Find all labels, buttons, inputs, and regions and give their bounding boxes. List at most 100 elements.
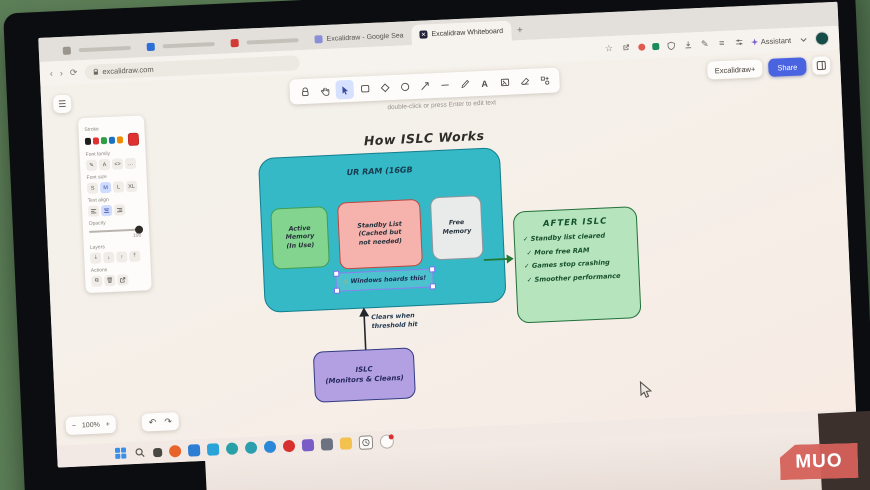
undo-button[interactable]: ↶ <box>148 416 157 427</box>
selection-handle[interactable] <box>333 270 340 277</box>
selection-handle[interactable] <box>429 266 436 273</box>
link-icon[interactable] <box>621 42 631 52</box>
selection-handle[interactable] <box>333 287 341 294</box>
standby-list-box[interactable]: Standby List (Cached but not needed) <box>337 198 423 270</box>
stroke-color-green[interactable] <box>100 137 107 145</box>
skype-icon[interactable] <box>244 441 258 455</box>
reload-icon[interactable]: ⟳ <box>69 66 78 78</box>
stroke-color-black[interactable] <box>84 137 92 145</box>
star-icon[interactable]: ☆ <box>604 42 614 53</box>
zoom-level[interactable]: 100% <box>81 421 101 429</box>
image-tool-icon[interactable] <box>495 73 514 93</box>
font-hand-drawn-icon[interactable]: ✎ <box>85 159 98 171</box>
font-normal-icon[interactable]: A <box>98 158 111 171</box>
send-to-back-icon[interactable]: ⤓ <box>90 252 102 264</box>
link-action-icon[interactable] <box>117 274 129 286</box>
widgets-icon[interactable] <box>152 447 163 457</box>
font-code-icon[interactable]: <> <box>111 158 124 170</box>
bring-to-front-icon[interactable]: ⤒ <box>129 250 141 263</box>
align-left-icon[interactable] <box>87 205 100 217</box>
mail-icon[interactable] <box>187 444 201 457</box>
excalidraw-canvas[interactable]: ☰ <box>40 49 856 446</box>
back-icon[interactable]: ‹ <box>49 67 54 79</box>
ram-box[interactable]: UR RAM (16GB Active Memory (In Use) Stan… <box>257 147 507 314</box>
new-tab-button[interactable]: + <box>516 25 524 37</box>
pin-icon[interactable] <box>379 434 395 449</box>
font-size-m[interactable]: M <box>99 181 112 194</box>
shield-icon[interactable] <box>666 40 676 50</box>
hoards-note-selected[interactable]: ⚠ Windows hoards this! <box>333 266 437 294</box>
tune-icon[interactable] <box>733 37 743 47</box>
store-icon[interactable] <box>206 443 220 456</box>
record-dot-icon[interactable] <box>637 43 645 51</box>
send-backward-icon[interactable]: ↓ <box>103 251 115 264</box>
active-stroke-color[interactable] <box>127 132 140 147</box>
reading-list-icon[interactable]: ≡ <box>718 37 725 49</box>
ram-to-after-arrow[interactable] <box>483 253 516 266</box>
clock-icon[interactable] <box>358 435 374 450</box>
excalidraw-plus-button[interactable]: Excalidraw+ <box>707 59 763 80</box>
stroke-color-blue[interactable] <box>108 136 115 144</box>
teams-icon[interactable] <box>225 442 239 455</box>
brave-icon[interactable] <box>168 444 182 458</box>
line-tool-icon[interactable] <box>435 75 454 95</box>
tab-favicon <box>314 35 323 44</box>
download-icon[interactable] <box>683 39 693 49</box>
lock-tool-icon[interactable] <box>295 82 314 102</box>
assistant-button[interactable]: Assistant <box>750 35 791 46</box>
font-more-icon[interactable]: … <box>124 157 137 170</box>
file-explorer-icon[interactable] <box>339 437 353 450</box>
browser-address-bar: ‹ › ⟳ excalidraw.com ☆ <box>39 25 840 86</box>
rectangle-tool-icon[interactable] <box>355 79 374 99</box>
share-button[interactable]: Share <box>767 57 807 77</box>
diamond-tool-icon[interactable] <box>375 78 394 98</box>
ellipse-tool-icon[interactable] <box>395 77 414 97</box>
draw-tool-icon[interactable] <box>455 74 474 94</box>
avatar[interactable] <box>814 31 830 46</box>
pen-icon[interactable]: ✎ <box>700 38 709 49</box>
diagram-title[interactable]: How ISLC Works <box>363 127 485 149</box>
threshold-note[interactable]: Clears when threshold hit <box>371 312 418 332</box>
font-size-l[interactable]: L <box>112 181 125 193</box>
calculator-icon[interactable] <box>320 438 334 451</box>
align-right-icon[interactable] <box>113 204 126 216</box>
duplicate-icon[interactable]: ⧉ <box>91 275 103 287</box>
font-size-s[interactable]: S <box>86 182 99 194</box>
hamburger-menu-button[interactable]: ☰ <box>52 94 72 114</box>
selection-handle[interactable] <box>429 283 437 290</box>
align-center-icon[interactable] <box>100 204 113 217</box>
eraser-tool-icon[interactable] <box>515 72 534 92</box>
chevron-down-icon[interactable] <box>798 34 808 44</box>
search-icon[interactable] <box>134 447 147 460</box>
bring-forward-icon[interactable]: ↑ <box>116 251 128 263</box>
forward-icon[interactable]: › <box>59 67 64 78</box>
delete-icon[interactable]: 🗑 <box>104 274 116 287</box>
after-islc-box[interactable]: AFTER ISLC ✓ Standby list cleared ✓ More… <box>512 206 642 324</box>
active-memory-box[interactable]: Active Memory (In Use) <box>270 206 330 270</box>
stroke-color-red[interactable] <box>92 137 100 145</box>
islc-to-ram-arrow[interactable] <box>357 306 373 353</box>
stroke-color-orange[interactable] <box>116 136 123 144</box>
free-memory-line: Memory <box>442 227 472 236</box>
islc-box[interactable]: ISLC (Monitors & Cleans) <box>312 347 416 403</box>
free-memory-box[interactable]: Free Memory <box>429 195 484 261</box>
selection-tool-icon[interactable] <box>335 79 355 100</box>
hand-tool-icon[interactable] <box>315 81 334 101</box>
discord-icon[interactable] <box>301 438 315 452</box>
font-size-label: Font size <box>86 174 108 181</box>
more-shapes-icon[interactable] <box>535 71 554 91</box>
library-icon[interactable] <box>811 56 831 75</box>
edge-icon[interactable] <box>263 440 277 454</box>
redo-button[interactable]: ↷ <box>164 415 173 427</box>
arrow-tool-icon[interactable] <box>415 76 434 96</box>
extension-badge-icon[interactable] <box>651 42 659 50</box>
font-size-xl[interactable]: XL <box>125 180 138 193</box>
address-field[interactable]: excalidraw.com <box>84 54 300 80</box>
text-tool-icon[interactable]: A <box>481 78 489 89</box>
zoom-out-button[interactable]: − <box>71 422 77 430</box>
opacity-knob[interactable] <box>134 225 144 234</box>
start-icon[interactable] <box>114 447 128 460</box>
youtube-icon[interactable] <box>282 439 296 453</box>
zoom-in-button[interactable]: + <box>105 420 111 428</box>
